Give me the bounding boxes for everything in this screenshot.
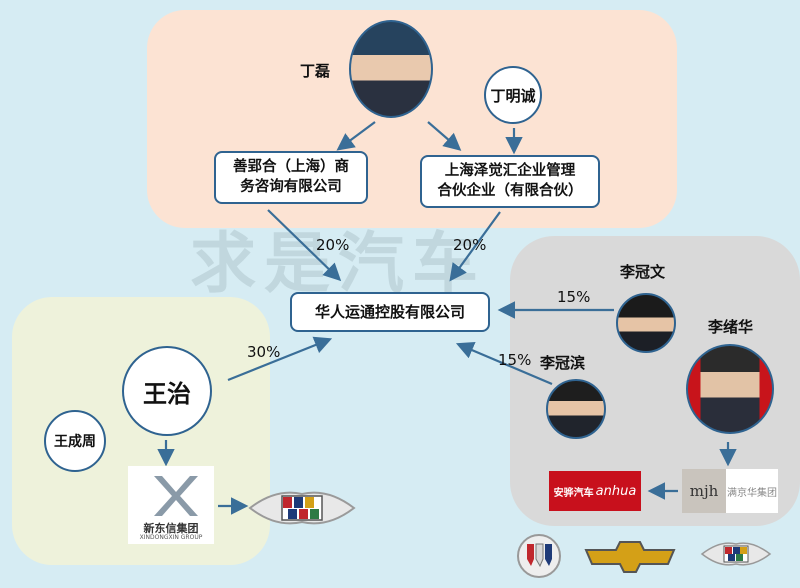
arrow-liguanbin-to-huaren — [455, 342, 553, 386]
ding-mingcheng-circle: 丁明诚 — [484, 66, 542, 124]
shanyinghe-percentage: 20% — [316, 236, 350, 254]
li-guanwen-name: 李冠文 — [620, 263, 666, 281]
zejuehui-company-box: 上海泽觉汇企业管理 合伙企业（有限合伙） — [420, 155, 600, 208]
mjh-name-cn: 满京华集团 — [726, 469, 778, 513]
anhua-name-en: anhua — [595, 483, 637, 499]
zejuehui-name-line1: 上海泽觉汇企业管理 — [444, 162, 576, 179]
arrow-wangzhi-to-huaren — [227, 336, 333, 382]
mjh-mark: mjh — [682, 469, 726, 513]
wang-chengzhou-name: 王成周 — [54, 434, 96, 450]
wang-chengzhou-circle: 王成周 — [44, 410, 106, 472]
cadillac-logo-small-icon — [700, 542, 772, 566]
shanyinghe-company-box: 善郢合（上海）商 务咨询有限公司 — [214, 151, 368, 204]
li-guanwen-percentage: 15% — [557, 288, 591, 306]
li-xuhua-photo — [686, 344, 774, 434]
buick-logo-icon — [517, 534, 561, 578]
wang-zhi-name: 王治 — [143, 379, 191, 408]
li-guanbin-percentage: 15% — [498, 351, 532, 369]
ding-lei-photo — [349, 20, 433, 118]
li-guanbin-name: 李冠滨 — [540, 354, 586, 372]
zejuehui-percentage: 20% — [453, 236, 487, 254]
xindongxin-name-en: XINDONGXIN GROUP — [139, 534, 203, 541]
xindongxin-mark-icon — [154, 476, 198, 516]
arrow-ding-to-zejuehui — [427, 121, 462, 151]
arrow-shanyinghe-to-huaren — [267, 209, 342, 282]
li-guanwen-photo — [616, 293, 676, 353]
xindongxin-name-cn: 新东信集团 — [143, 522, 199, 535]
wang-zhi-circle: 王治 — [122, 346, 212, 436]
shanyinghe-name-line1: 善郢合（上海）商 — [233, 158, 349, 175]
anhua-logo: 安骅汽车 anhua — [549, 471, 641, 511]
huaren-name: 华人运通控股有限公司 — [314, 302, 465, 321]
li-guanbin-photo — [546, 379, 606, 439]
arrow-zejuehui-to-huaren — [449, 211, 501, 282]
zejuehui-name-line2: 合伙企业（有限合伙） — [437, 182, 583, 199]
xindongxin-logo: 新东信集团 XINDONGXIN GROUP — [128, 466, 214, 544]
shanyinghe-name-line2: 务咨询有限公司 — [240, 178, 342, 195]
cadillac-logo-icon — [248, 491, 356, 525]
anhua-name-cn: 安骅汽车 — [553, 487, 594, 499]
chevrolet-logo-icon — [584, 541, 676, 573]
wang-zhi-percentage: 30% — [247, 343, 281, 361]
huaren-company-box: 华人运通控股有限公司 — [290, 292, 490, 332]
ding-mingcheng-name: 丁明诚 — [490, 86, 536, 105]
mjh-logo: mjh 满京华集团 — [682, 469, 778, 513]
li-xuhua-name: 李绪华 — [708, 318, 754, 336]
ding-lei-name: 丁磊 — [300, 62, 331, 80]
arrow-ding-to-shanyinghe — [336, 121, 376, 151]
